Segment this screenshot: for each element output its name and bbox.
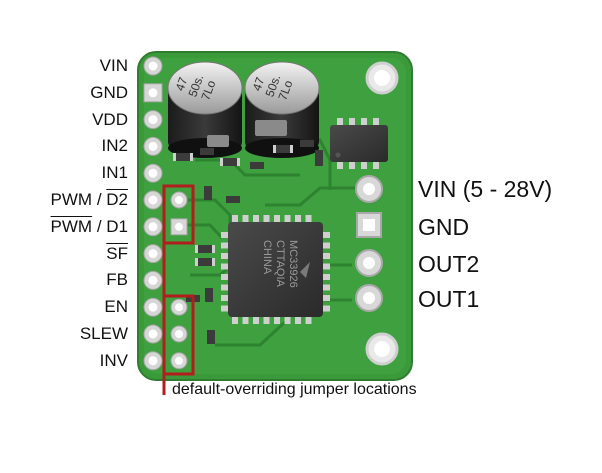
chip-lead [242, 316, 249, 324]
chip-lead [242, 215, 249, 223]
pin-label: IN1 [101, 163, 128, 183]
pin-label: INV [99, 350, 128, 370]
jumper-pads [170, 191, 188, 370]
pin-label: PWM / D2 [8, 190, 128, 210]
chip-label-3: CHINA [261, 240, 273, 275]
main-chip: MC33926 CTTAQIA CHINA [221, 215, 330, 324]
chip-lead [284, 215, 291, 223]
pin-label-sep: / [92, 216, 107, 236]
jumper-box-bottom [164, 294, 195, 376]
chip-lead [322, 305, 330, 312]
jumper-hole [175, 303, 183, 312]
chip-lead [263, 316, 270, 324]
small-ic [330, 118, 388, 169]
chip-logo [300, 262, 310, 278]
jumper-hole [175, 356, 183, 365]
pin-label: VIN [99, 56, 128, 75]
chip-label-1: MC33926 [287, 240, 299, 288]
mounting-hole-bottom [365, 332, 399, 366]
pin-hole [148, 195, 158, 205]
pin-hole [148, 61, 158, 71]
chip-lead [284, 316, 291, 324]
pin-hole [148, 88, 158, 98]
chip-label-2: CTTAQIA [274, 240, 286, 288]
pin-label: FB [106, 270, 128, 290]
chip-lead [221, 274, 229, 280]
left-pin-pads [143, 56, 163, 371]
label-vin: VIN (5 - 28V) [418, 176, 553, 202]
chip-lead [221, 284, 229, 291]
pin-hole [148, 329, 158, 339]
capacitor-right-label-3: 7Lo [275, 78, 295, 102]
chip-lead [221, 253, 229, 259]
pin-label-pwm: PWM [50, 190, 93, 209]
chip-lead [322, 263, 330, 270]
jumper-box-top [162, 184, 195, 245]
pin-label: EN [104, 297, 128, 317]
chip-lead [253, 316, 259, 324]
chip-lead [221, 242, 229, 249]
chip-lead [322, 295, 330, 301]
smd-components [173, 120, 323, 344]
chip-lead [295, 316, 301, 324]
chip-lead [221, 295, 229, 301]
chip-lead [221, 305, 229, 312]
jumper-hole [175, 196, 183, 204]
label-gnd: GND [418, 214, 470, 240]
pin-hole [148, 302, 158, 312]
pin-hole [148, 275, 158, 285]
chip-lead [232, 215, 238, 223]
chip-lead [322, 274, 330, 280]
chip-lead [322, 253, 330, 259]
pin-label-sep: / [92, 190, 107, 209]
pin-label: SF [8, 244, 128, 264]
mounting-hole-top [365, 61, 399, 95]
pin-hole [148, 141, 158, 151]
capacitor-right: 47 50s. 7Lo [244, 61, 320, 158]
pin-label-sf: SF [106, 243, 128, 263]
capacitor-left: 47 50s. 7Lo [167, 61, 243, 158]
pin-label: SLEW [79, 324, 128, 343]
chip-lead [322, 232, 330, 238]
right-terminal-pads [355, 175, 383, 312]
capacitor-right-label-1: 47 [250, 75, 268, 93]
chip-lead [221, 232, 229, 238]
jumper-highlight [162, 184, 195, 395]
pin-label-d2: D2 [106, 190, 128, 209]
chip-lead [253, 215, 259, 223]
pin-label: VDD [92, 109, 128, 129]
capacitor-left-label-3: 7Lo [198, 78, 218, 102]
pin-hole [148, 168, 158, 178]
pin-hole [148, 222, 158, 232]
label-out2: OUT2 [418, 251, 480, 277]
label-out1: OUT1 [418, 286, 480, 312]
chip-lead [232, 316, 238, 324]
chip-lead [263, 215, 270, 223]
capacitor-left-label-1: 47 [173, 75, 191, 93]
chip-lead [221, 263, 229, 270]
chip-lead [322, 284, 330, 291]
jumper-hole [175, 222, 183, 231]
jumper-caption: default-overriding jumper locations [172, 381, 417, 398]
chip-lead [305, 316, 312, 324]
chip-lead [274, 215, 280, 223]
chip-lead [274, 316, 280, 324]
pin-hole [148, 115, 158, 125]
pin-label: GND [90, 82, 128, 102]
pin-label: PWM / D1 [8, 217, 128, 237]
jumper-hole [175, 330, 183, 338]
pin-hole [148, 249, 158, 259]
chip-lead [305, 215, 312, 223]
pin-label-pwm-bar: PWM [50, 216, 93, 236]
pin-hole [148, 356, 158, 366]
chip-lead [295, 215, 301, 223]
pin-label-d1: D1 [106, 216, 128, 236]
chip-lead [322, 242, 330, 249]
pin-label: IN2 [101, 136, 128, 156]
